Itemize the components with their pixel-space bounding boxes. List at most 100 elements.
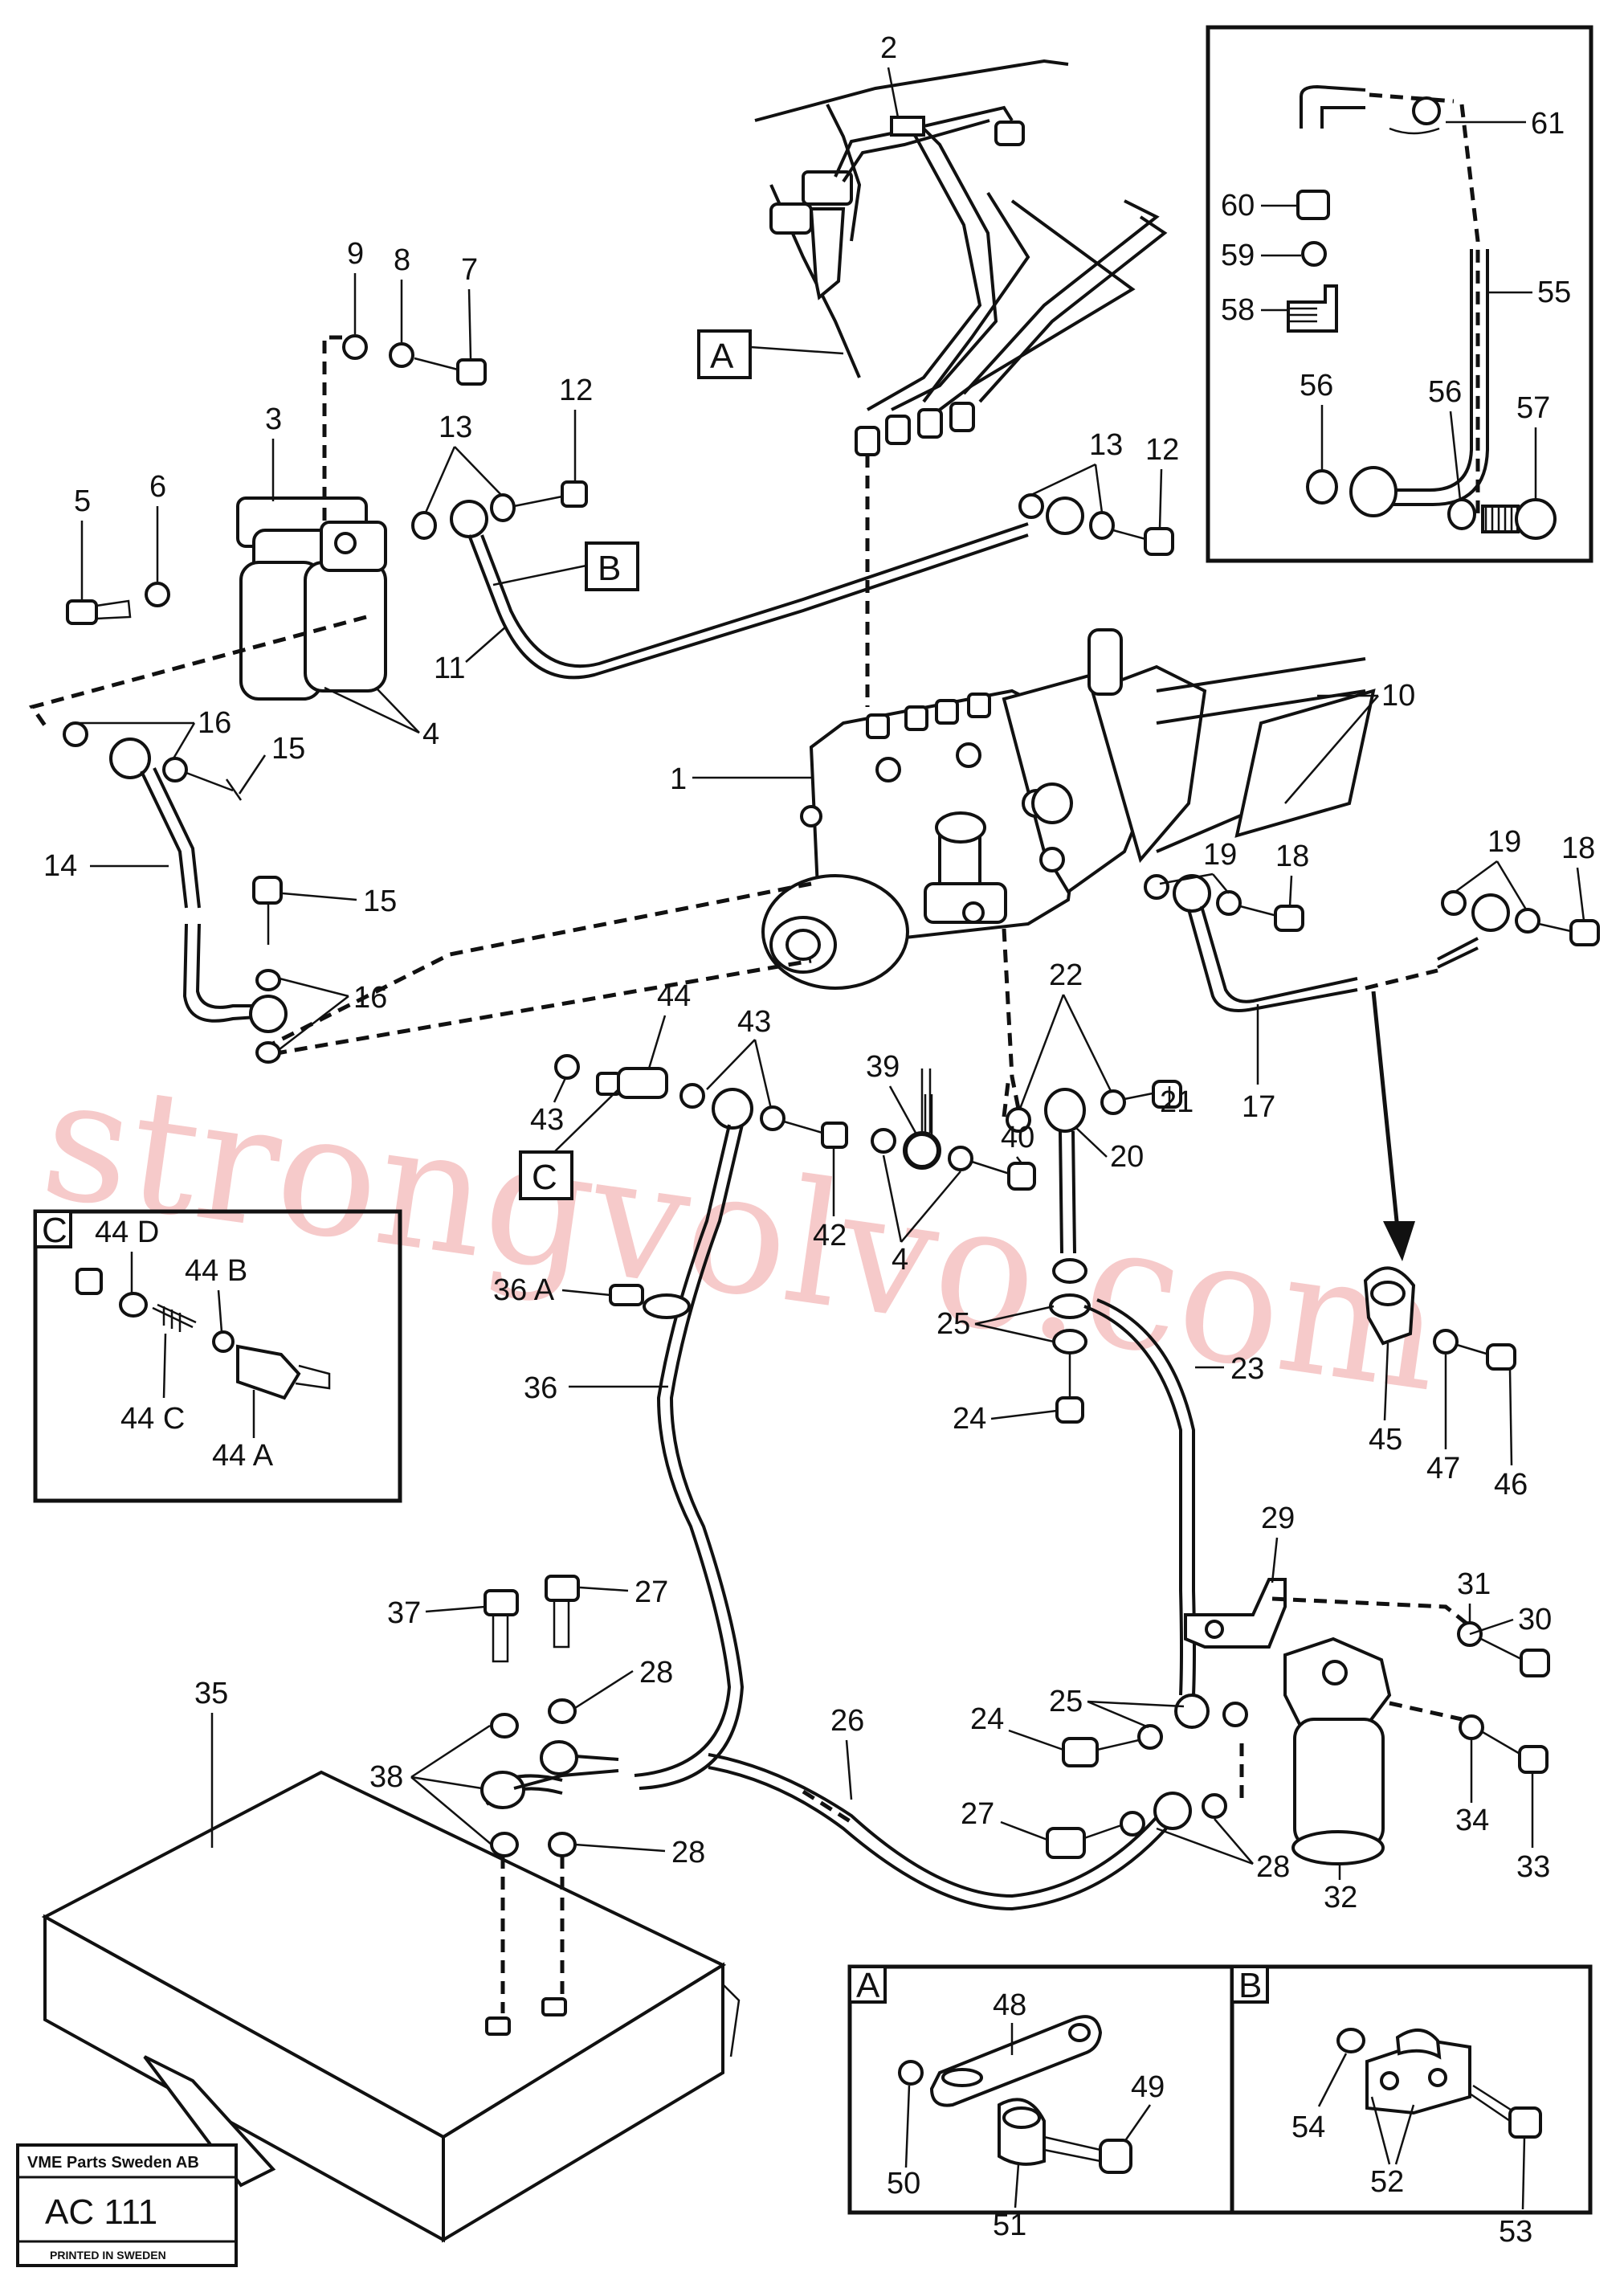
label-22: 22 — [1049, 958, 1083, 992]
label-29: 29 — [1261, 1502, 1295, 1535]
label-1: 1 — [670, 762, 687, 796]
label-13b: 13 — [1089, 428, 1123, 462]
label-53: 53 — [1499, 2215, 1532, 2249]
label-9: 9 — [347, 237, 364, 271]
label-42: 42 — [813, 1219, 847, 1252]
inset-top-right: 61 60 59 58 55 56 56 57 — [1206, 25, 1593, 563]
label-38: 38 — [369, 1760, 403, 1794]
inset-c: C 44 D 44 B 44 C 44 A — [33, 1209, 402, 1503]
label-23: 23 — [1230, 1352, 1264, 1386]
svg-text:B: B — [1238, 1966, 1262, 2005]
label-27b: 27 — [961, 1797, 994, 1831]
label-56b: 56 — [1428, 375, 1462, 409]
label-44d: 44 D — [95, 1216, 159, 1249]
svg-text:A: A — [856, 1966, 880, 2005]
title-block-company: VME Parts Sweden AB — [27, 2154, 199, 2172]
label-20: 20 — [1110, 1140, 1144, 1174]
label-17: 17 — [1242, 1090, 1275, 1124]
label-50: 50 — [887, 2167, 920, 2200]
callout-c: C — [519, 1089, 619, 1200]
label-28a: 28 — [639, 1656, 673, 1690]
label-24a: 24 — [953, 1402, 986, 1436]
label-54: 54 — [1291, 2110, 1325, 2144]
label-61: 61 — [1531, 107, 1565, 141]
label-33: 33 — [1516, 1850, 1550, 1884]
label-44b: 44 B — [185, 1254, 247, 1288]
label-19b: 19 — [1487, 825, 1521, 859]
label-31: 31 — [1457, 1567, 1491, 1601]
label-45: 45 — [1369, 1423, 1402, 1457]
label-14: 14 — [43, 849, 77, 883]
svg-text:C: C — [42, 1211, 67, 1250]
label-5: 5 — [74, 484, 91, 518]
label-11: 11 — [434, 652, 465, 685]
label-12a: 12 — [559, 374, 593, 407]
label-3: 3 — [265, 402, 282, 436]
label-15b: 15 — [363, 885, 397, 918]
svg-text:C: C — [532, 1158, 557, 1197]
label-27a: 27 — [635, 1575, 668, 1609]
label-55: 55 — [1537, 276, 1571, 309]
label-43a: 43 — [530, 1103, 564, 1137]
label-12b: 12 — [1145, 433, 1179, 467]
label-30: 30 — [1518, 1603, 1552, 1636]
label-57: 57 — [1516, 391, 1550, 425]
label-25a: 25 — [936, 1307, 970, 1341]
label-35: 35 — [194, 1677, 228, 1710]
label-48: 48 — [993, 1988, 1026, 2022]
label-7: 7 — [461, 253, 478, 287]
fuel-line-17 — [1144, 874, 1600, 1012]
label-47: 47 — [1426, 1452, 1460, 1485]
title-block-printed: PRINTED IN SWEDEN — [50, 2249, 166, 2262]
label-16b: 16 — [353, 981, 387, 1015]
label-28c: 28 — [1256, 1850, 1290, 1884]
label-13a: 13 — [439, 411, 472, 444]
label-28b: 28 — [671, 1836, 705, 1869]
label-44: 44 — [657, 979, 691, 1013]
fuel-filter-32 — [1046, 1578, 1550, 1865]
label-46: 46 — [1494, 1468, 1528, 1502]
label-58: 58 — [1221, 293, 1255, 327]
title-block: VME Parts Sweden AB AC 111 PRINTED IN SW… — [16, 2143, 238, 2267]
label-40: 40 — [1001, 1121, 1034, 1154]
label-32: 32 — [1324, 1881, 1357, 1914]
label-16a: 16 — [198, 706, 231, 740]
label-56a: 56 — [1300, 369, 1333, 402]
label-6: 6 — [149, 470, 166, 504]
label-21: 21 — [1160, 1085, 1194, 1119]
label-39: 39 — [866, 1050, 900, 1084]
clip-45 — [1363, 991, 1516, 1371]
label-10: 10 — [1381, 679, 1415, 713]
fuel-tank-35 — [41, 1575, 741, 2243]
injector-assembly — [754, 59, 1168, 707]
svg-text:A: A — [710, 337, 734, 376]
label-59: 59 — [1221, 239, 1255, 272]
callout-b: B — [492, 541, 639, 591]
label-44c: 44 C — [120, 1402, 185, 1436]
label-51: 51 — [993, 2208, 1026, 2242]
fuel-filter-assembly — [66, 334, 487, 701]
label-4b: 4 — [892, 1243, 908, 1277]
label-24b: 24 — [970, 1702, 1004, 1736]
callout-a: A — [697, 329, 844, 379]
label-43b: 43 — [737, 1005, 771, 1039]
svg-text:B: B — [598, 549, 621, 588]
label-60: 60 — [1221, 189, 1255, 223]
label-26: 26 — [830, 1704, 864, 1738]
label-49: 49 — [1131, 2070, 1165, 2104]
inset-a: A 48 49 50 51 — [847, 1964, 1234, 2242]
label-4a: 4 — [422, 717, 439, 751]
label-2: 2 — [880, 31, 897, 65]
label-19a: 19 — [1203, 838, 1237, 872]
label-15a: 15 — [271, 732, 305, 766]
label-36a: 36 A — [493, 1273, 555, 1307]
inset-b: B 54 52 53 — [1230, 1964, 1593, 2249]
fuel-hose-11 — [411, 480, 1174, 680]
label-8: 8 — [394, 243, 410, 277]
title-block-code: AC 111 — [45, 2192, 157, 2232]
union-20 — [1006, 1080, 1196, 1696]
part-label-set: 1 2 3 4 4 4 5 6 7 8 9 10 — [43, 31, 1595, 1914]
label-44a: 44 A — [212, 1439, 274, 1473]
label-18a: 18 — [1275, 840, 1309, 873]
